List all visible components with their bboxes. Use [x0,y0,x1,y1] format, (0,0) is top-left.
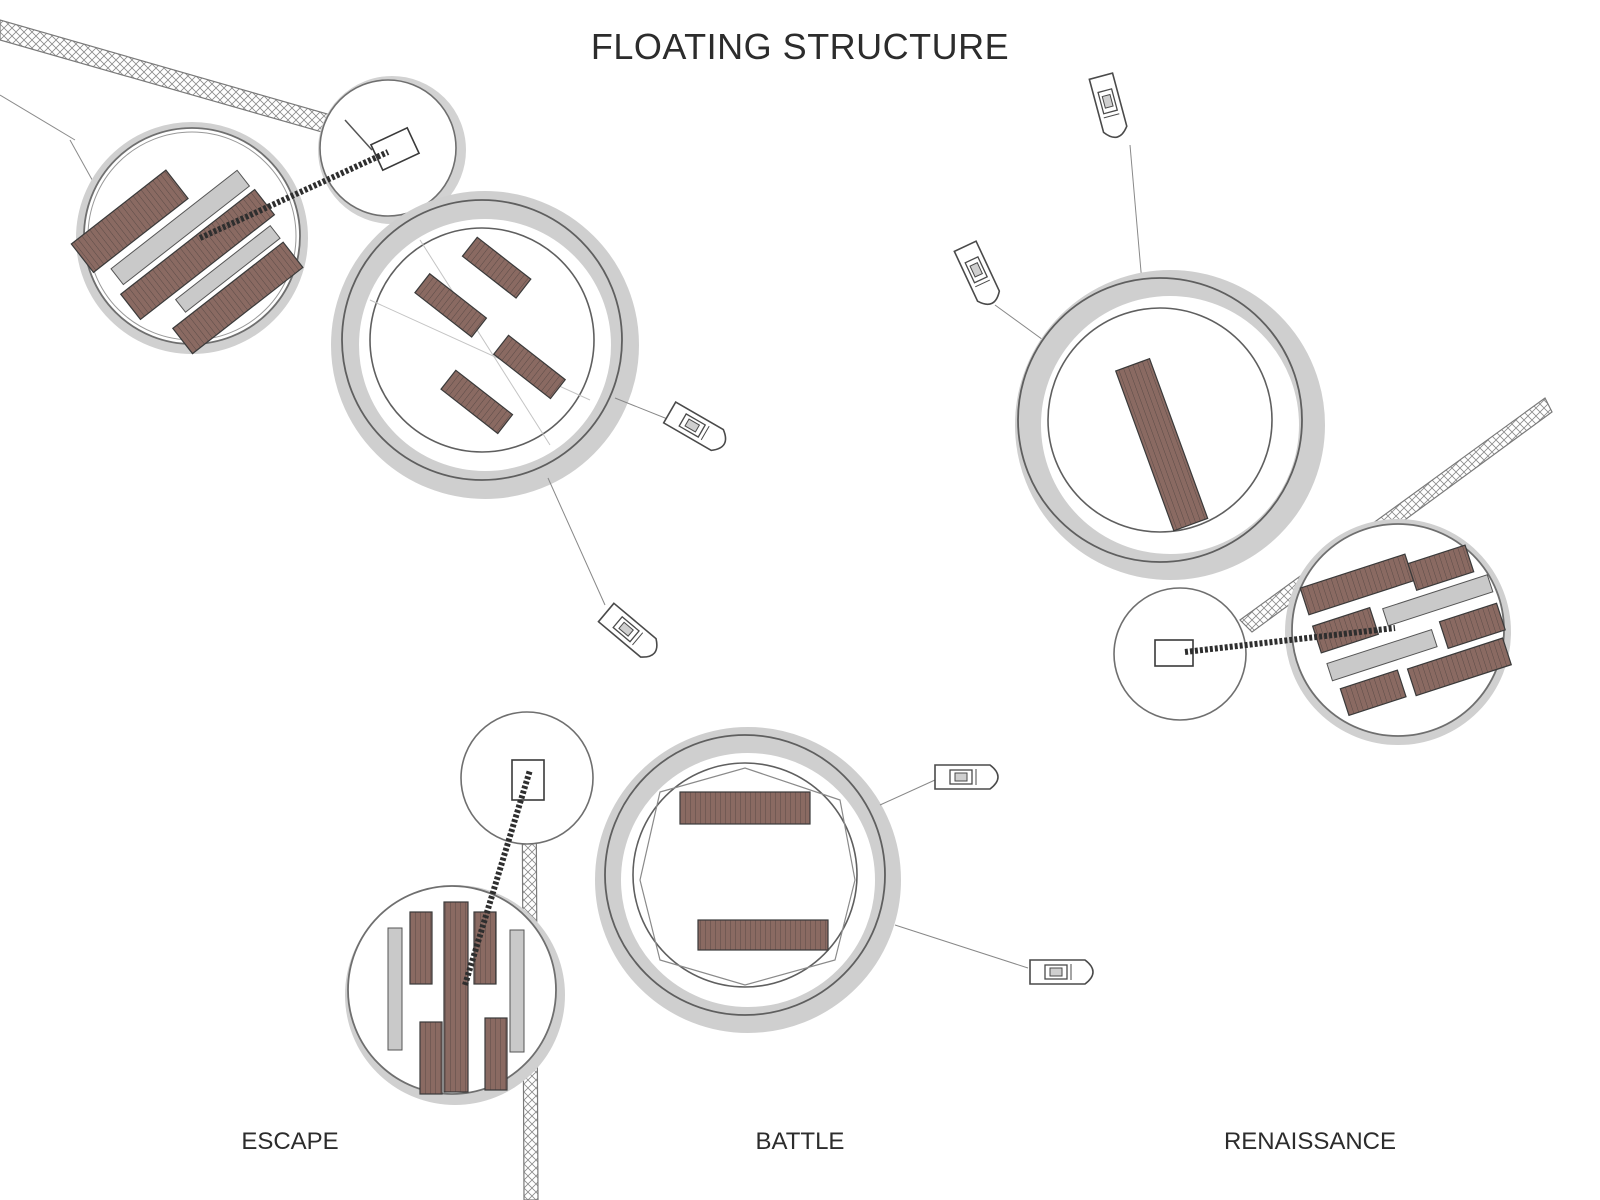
building-platform [345,885,565,1105]
conveyor-arm [198,149,390,241]
crane-platform [1113,587,1247,721]
main-ring [595,727,901,1033]
building-platform [1285,519,1513,745]
escape-structure [0,19,732,663]
main-ring [1015,270,1325,580]
conveyor-arm [1184,625,1396,655]
tug-boat [879,764,999,806]
battle-structure [345,711,1094,1200]
conveyor-arm [462,769,533,986]
building-platform [70,122,308,355]
main-ring [331,191,639,499]
tug-boat [953,240,1051,346]
caption-renaissance: RENAISSANCE [1223,1128,1397,1155]
diagram-title: FLOATING STRUCTURE [590,26,1010,67]
renaissance-structure [953,72,1553,745]
tug-boat [547,477,663,663]
caption-battle: BATTLE [755,1128,845,1155]
caption-escape: ESCAPE [241,1128,339,1155]
tug-boat [894,924,1094,985]
tug-boat [614,397,732,456]
crane-platform [318,76,466,224]
tug-boat [1088,72,1143,284]
